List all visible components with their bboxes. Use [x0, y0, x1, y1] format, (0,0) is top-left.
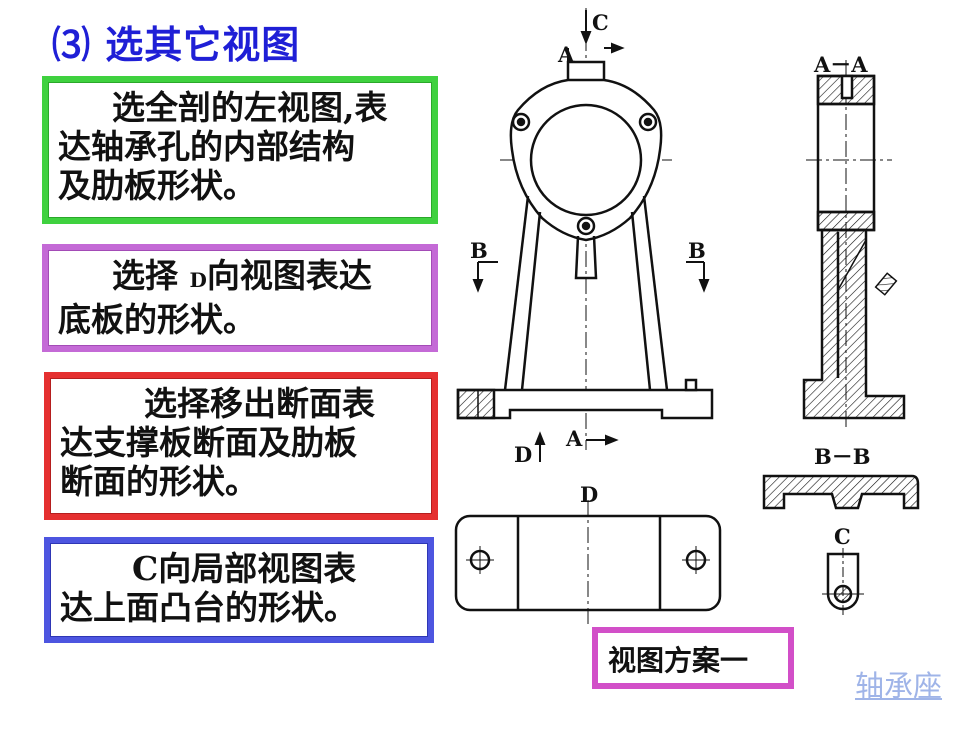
note-line: 及肋板形状。 [58, 166, 256, 205]
label-d-arrow: D [514, 442, 532, 467]
note-text: 选全剖的左视图,表 [112, 88, 388, 127]
section-a-a [802, 60, 906, 430]
note-line: 选择 D向视图表达 [58, 256, 426, 300]
note-text: 向视图表达 [206, 256, 372, 295]
label-d-view: D [580, 482, 598, 507]
label-b-b: B－B [814, 444, 871, 469]
note-line: 选择移出断面表 [60, 384, 426, 423]
note-line: 达轴承孔的内部结构 [58, 127, 355, 166]
note-text-d: D [189, 268, 207, 292]
scheme-caption: 视图方案一 [592, 627, 794, 689]
view-d [454, 500, 722, 626]
note-line: 达上面凸台的形状。 [60, 588, 357, 627]
section-markers [472, 10, 710, 462]
note-text: 选择移出断面表 [144, 384, 375, 423]
note-c-view: C向局部视图表 达上面凸台的形状。 [44, 537, 434, 643]
note-text: 选择 [112, 256, 178, 295]
note-text: C向局部视图表 [132, 549, 357, 588]
note-left-view: 选全剖的左视图,表 达轴承孔的内部结构 及肋板形状。 [42, 76, 438, 224]
label-a-a: A－A [813, 52, 868, 77]
page-title: ⑶ 选其它视图 [52, 22, 301, 67]
note-section-view: 选择移出断面表 达支撑板断面及肋板 断面的形状。 [44, 372, 438, 520]
view-c [822, 548, 864, 618]
note-line: 底板的形状。 [58, 300, 256, 339]
label-a-bottom: A [565, 426, 583, 451]
label-b-right: B [688, 238, 706, 263]
note-line: C向局部视图表 [60, 549, 422, 588]
note-line: 达支撑板断面及肋板 [60, 423, 357, 462]
label-a-top: A [557, 42, 575, 67]
front-view [456, 8, 714, 450]
section-b-b [762, 474, 920, 510]
label-c-view: C [834, 524, 851, 549]
note-d-view: 选择 D向视图表达 底板的形状。 [42, 244, 438, 352]
note-line: 断面的形状。 [60, 462, 258, 501]
bearing-seat-link[interactable]: 轴承座 [855, 669, 943, 703]
label-c-top: C [592, 10, 609, 35]
note-line: 选全剖的左视图,表 [58, 88, 426, 127]
label-b-left: B [470, 238, 488, 263]
